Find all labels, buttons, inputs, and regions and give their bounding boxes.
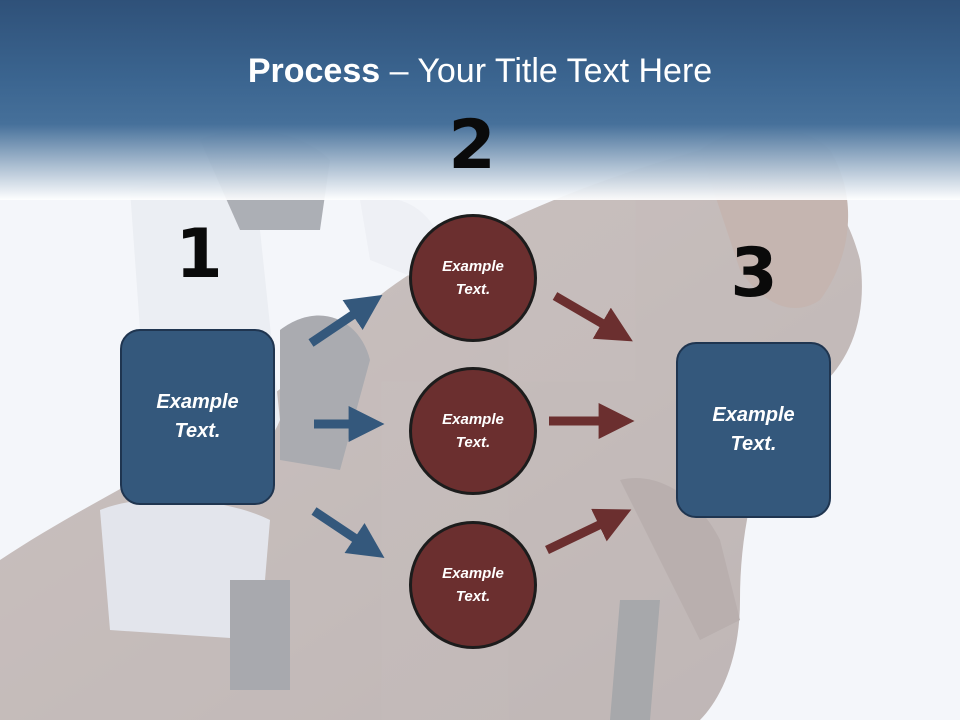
arrow-circle-bottom-to-box: [545, 508, 632, 555]
circle-middle-line1: Example: [442, 411, 504, 428]
arrow-box-to-circle-bottom: [311, 507, 385, 558]
title-rest: – Your Title Text Here: [380, 52, 713, 90]
step-number-3: 3: [730, 234, 778, 313]
step-number-2: 2: [448, 106, 496, 185]
arrow-circle-top-to-box: [552, 292, 633, 342]
circle-top-line1: Example: [442, 258, 504, 275]
slide-title: Process – Your Title Text Here: [0, 52, 960, 91]
box-right-line2: Text.: [730, 433, 777, 455]
box-left-line2: Text.: [174, 420, 221, 442]
circle-bottom-line1: Example: [442, 565, 504, 582]
step-number-1: 1: [175, 215, 223, 294]
circle-top-line2: Text.: [455, 281, 491, 298]
circle-middle-line2: Text.: [455, 434, 491, 451]
arrow-box-to-circle-top: [308, 294, 383, 347]
title-bold: Process: [247, 52, 381, 90]
title-banner: [0, 0, 960, 200]
box-right-line1: Example: [712, 404, 795, 426]
circle-bottom-line2: Text.: [455, 588, 491, 605]
box-left-line1: Example: [156, 391, 239, 413]
